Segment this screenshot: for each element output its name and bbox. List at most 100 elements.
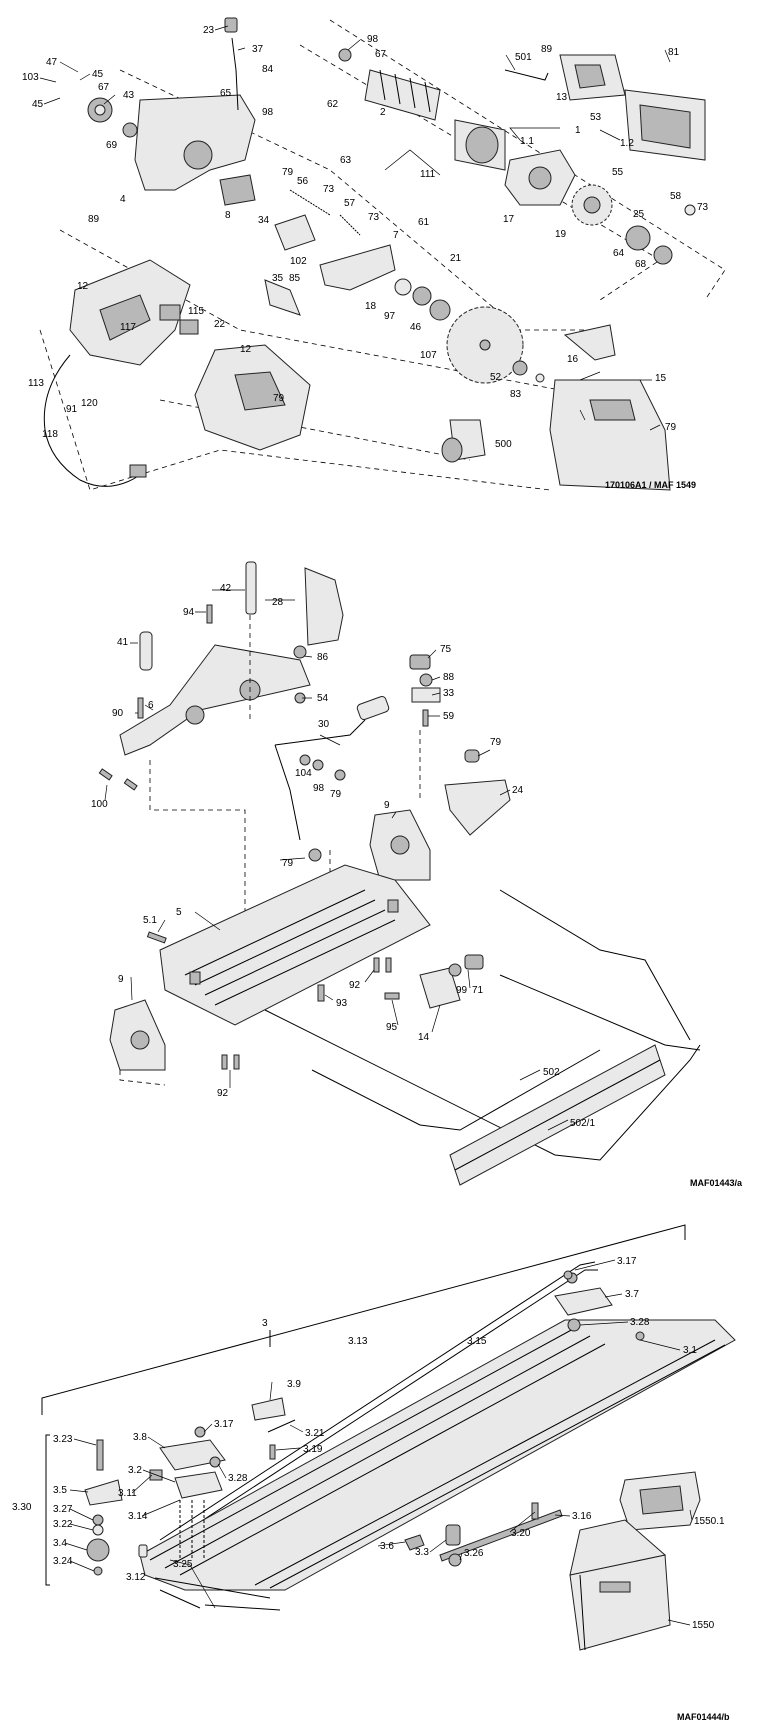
label-24: 24: [512, 785, 524, 796]
label-3-26: 3.26: [464, 1548, 484, 1559]
label-52: 52: [490, 372, 502, 383]
angle-bracket: [444, 779, 511, 836]
label-79b: 79: [330, 789, 342, 800]
label-3-14: 3.14: [128, 1511, 148, 1522]
label-118: 118: [42, 429, 58, 440]
label-3-25: 3.25: [173, 1559, 193, 1570]
label-3-19: 3.19: [303, 1444, 323, 1455]
blade-cover: [304, 567, 344, 646]
label-3-22: 3.22: [53, 1519, 73, 1530]
label-79a: 79: [490, 737, 502, 748]
group-3-bracket: [41, 1224, 686, 1415]
base-frame: [159, 864, 431, 1026]
label-102: 102: [290, 256, 307, 267]
label-3-3: 3.3: [415, 1547, 429, 1558]
label-45b: 45: [32, 99, 44, 110]
label-47: 47: [46, 57, 58, 68]
label-104: 104: [295, 768, 312, 779]
label-89a: 89: [541, 44, 553, 55]
guide-rail-profile: [139, 1319, 736, 1591]
label-28: 28: [272, 597, 284, 608]
drawing-reference-1: 170106A1 / MAF 1549: [605, 480, 696, 490]
label-90: 90: [112, 708, 124, 719]
label-83: 83: [510, 389, 522, 400]
label-56: 56: [297, 176, 309, 187]
label-95: 95: [386, 1022, 398, 1033]
label-18: 18: [365, 301, 377, 312]
group-3-30-bracket: [45, 1434, 50, 1586]
lower-blade-guard: [319, 244, 396, 291]
label-79c: 79: [282, 858, 294, 869]
label-99: 99: [456, 985, 468, 996]
label-73b: 73: [368, 212, 380, 223]
label-59: 59: [443, 711, 455, 722]
label-107: 107: [420, 350, 437, 361]
leader-lines: [39, 25, 693, 1626]
label-63: 63: [340, 155, 352, 166]
label-30: 30: [318, 719, 330, 730]
label-73a: 73: [323, 184, 335, 195]
base-assembly-exploded-view: [98, 561, 701, 1186]
label-3-24: 3.24: [53, 1556, 73, 1567]
label-98a: 98: [367, 34, 379, 45]
swing-arm: [119, 644, 311, 756]
label-113: 113: [28, 378, 44, 389]
label-88: 88: [443, 672, 455, 683]
label-1: 1: [575, 125, 581, 136]
label-3-28b: 3.28: [228, 1473, 248, 1484]
label-46: 46: [410, 322, 422, 333]
label-2: 2: [380, 107, 386, 118]
label-86: 86: [317, 652, 329, 663]
label-21: 21: [450, 253, 462, 264]
label-25: 25: [633, 209, 645, 220]
label-62: 62: [327, 99, 339, 110]
label-61: 61: [418, 217, 430, 228]
label-71: 71: [472, 985, 484, 996]
label-3-8: 3.8: [133, 1432, 147, 1443]
label-3-16: 3.16: [572, 1511, 592, 1522]
label-103: 103: [22, 72, 39, 83]
label-65: 65: [220, 88, 232, 99]
base-part-labels: 42 28 94 86 41 75 88 33 54 90 6 59 30 79…: [91, 583, 743, 1188]
label-3-1: 3.1: [683, 1345, 697, 1356]
label-3-5: 3.5: [53, 1485, 67, 1496]
label-43: 43: [123, 90, 135, 101]
label-3-11: 3.11: [118, 1488, 137, 1499]
label-37: 37: [252, 44, 264, 55]
label-3-20: 3.20: [511, 1528, 531, 1539]
label-3-7: 3.7: [625, 1289, 639, 1300]
label-1-1: 1.1: [520, 136, 534, 147]
saw-exploded-view: [39, 17, 726, 491]
label-79b: 79: [273, 393, 285, 404]
label-3-28a: 3.28: [630, 1317, 650, 1328]
label-12a: 12: [77, 281, 89, 292]
label-14: 14: [418, 1032, 430, 1043]
label-93: 93: [336, 998, 348, 1009]
label-3-15: 3.15: [467, 1336, 487, 1347]
guide-rail-exploded-view: [41, 1224, 736, 1651]
label-117: 117: [120, 322, 136, 333]
label-91: 91: [66, 404, 78, 415]
label-19: 19: [555, 229, 567, 240]
label-16: 16: [567, 354, 579, 365]
label-502-1: 502/1: [570, 1118, 595, 1129]
label-3-13: 3.13: [348, 1336, 368, 1347]
label-35: 35: [272, 273, 284, 284]
clamp-plate: [159, 1439, 226, 1471]
label-9a: 9: [384, 800, 390, 811]
label-6: 6: [148, 700, 154, 711]
label-75: 75: [440, 644, 452, 655]
label-501: 501: [515, 52, 532, 63]
label-9b: 9: [118, 974, 124, 985]
label-81: 81: [668, 47, 680, 58]
label-3-27: 3.27: [53, 1504, 73, 1515]
drawing-reference-3: MAF01444/b: [677, 1712, 730, 1722]
label-79a: 79: [282, 167, 294, 178]
label-85: 85: [289, 273, 301, 284]
label-3-23: 3.23: [53, 1434, 73, 1445]
label-22: 22: [214, 319, 226, 330]
label-53: 53: [590, 112, 602, 123]
label-3: 3: [262, 1318, 268, 1329]
label-3-9: 3.9: [287, 1379, 301, 1390]
